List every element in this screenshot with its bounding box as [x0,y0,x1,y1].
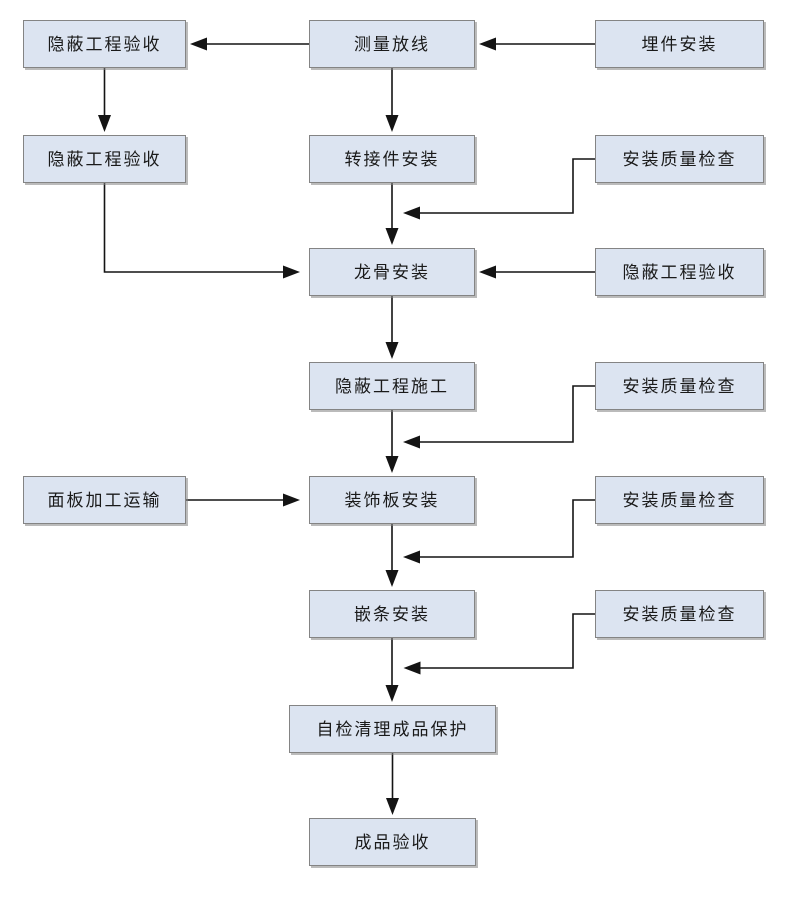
connector-arrowhead [403,661,421,675]
flow-node-label: 转接件安装 [344,149,440,169]
flow-node-label: 安装质量检查 [622,149,737,169]
connector-n5-n7 [385,183,399,245]
connector-n2-n5 [385,68,399,132]
flow-node-label: 安装质量检查 [622,376,737,396]
flow-node-label: 安装质量检查 [622,490,737,510]
connector-n9-n12 [385,410,399,473]
connector-n4-n7 [103,183,300,279]
flow-node-n13: 安装质量检查 [595,476,764,524]
flow-node-n5: 转接件安装 [309,135,475,183]
connector-arrowhead [190,37,207,51]
flow-node-n15: 安装质量检查 [595,590,764,638]
flow-node-label: 隐蔽工程验收 [622,262,737,282]
flow-node-n6: 安装质量检查 [595,135,764,183]
connector-arrowhead [385,342,399,359]
connector-arrowhead [403,550,420,564]
flow-node-n2: 测量放线 [309,20,475,68]
connector-arrowhead [98,115,111,132]
connector-n16-n17 [386,753,399,815]
flow-node-label: 安装质量检查 [622,604,737,624]
connector-arrowhead [403,206,420,220]
connector-arrowhead [479,265,496,279]
flow-node-label: 龙骨安装 [354,262,430,282]
flow-node-label: 测量放线 [354,34,430,54]
connector-arrowhead [385,570,399,587]
flow-node-n16: 自检清理成品保护 [289,705,496,753]
connector-n8-n7 [479,265,595,279]
connector-n1-n4 [98,68,111,132]
connector-arrowhead [385,115,399,132]
connector-n2-n1 [190,37,309,51]
connector-arrowhead [385,228,399,245]
flow-node-label: 隐蔽工程施工 [335,376,449,396]
flow-node-label: 自检清理成品保护 [316,719,469,739]
connector-arrowhead [479,37,496,51]
flow-node-label: 装饰板安装 [344,490,440,510]
flow-node-n8: 隐蔽工程验收 [595,248,764,296]
flow-node-label: 面板加工运输 [47,490,162,510]
flow-node-n10: 安装质量检查 [595,362,764,410]
flow-node-n17: 成品验收 [309,818,476,866]
connector-n12-n14 [385,524,399,587]
flow-node-n12: 装饰板安装 [309,476,475,524]
flow-node-n4: 隐蔽工程验收 [23,135,186,183]
flow-node-n7: 龙骨安装 [309,248,475,296]
flow-node-n3: 埋件安装 [595,20,764,68]
flow-node-label: 成品验收 [354,832,431,852]
connector-arrowhead [283,493,300,507]
connector-n7-n9 [385,296,399,359]
flow-node-n1: 隐蔽工程验收 [23,20,186,68]
connector-arrowhead [385,685,399,702]
connector-n3-n2 [479,37,595,51]
connector-arrowhead [403,435,420,449]
flow-node-label: 嵌条安装 [354,604,430,624]
flow-node-label: 埋件安装 [641,34,718,54]
flow-node-n11: 面板加工运输 [23,476,186,524]
flow-node-n9: 隐蔽工程施工 [309,362,475,410]
connector-arrowhead [385,456,399,473]
connector-arrowhead [386,798,399,815]
connector-n11-n12 [186,493,300,507]
connector-line [103,183,283,273]
flow-node-label: 隐蔽工程验收 [47,34,162,54]
connector-n14-n16 [385,638,399,702]
flow-node-label: 隐蔽工程验收 [47,149,162,169]
flow-node-n14: 嵌条安装 [309,590,475,638]
connector-arrowhead [283,265,300,279]
